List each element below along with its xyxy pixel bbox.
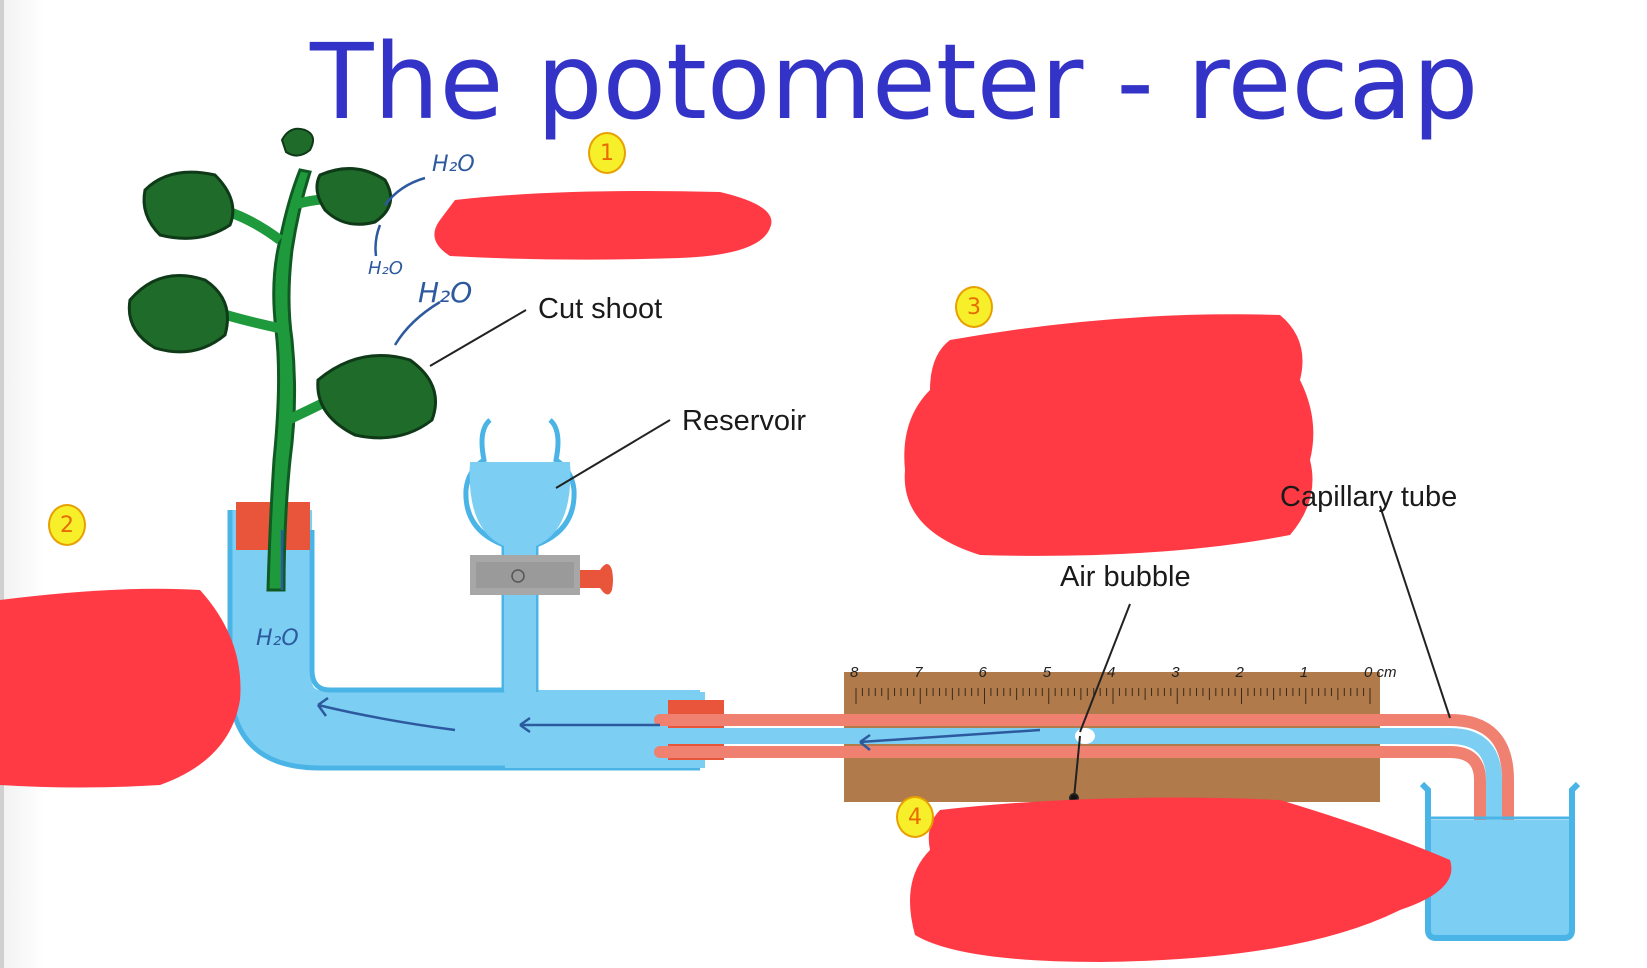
handwritten-h2o: H₂O <box>368 258 403 279</box>
leaf <box>142 170 235 240</box>
water-flow-arrows <box>280 176 1041 751</box>
water-beaker <box>1419 781 1581 941</box>
ruler-scale-label: 8 <box>850 664 859 681</box>
badge-number-4: 4 <box>896 796 934 838</box>
label-reservoir: Reservoir <box>682 405 807 437</box>
leaf <box>315 167 393 226</box>
redaction-marks <box>0 191 1452 962</box>
ruler-ticks <box>855 688 1371 704</box>
ruler-scale-label: 6 <box>978 664 987 681</box>
redaction-2 <box>0 588 241 788</box>
air-bubble <box>1075 728 1095 744</box>
ruler-scale-label: 5 <box>1042 664 1052 681</box>
tap-handle <box>580 564 613 595</box>
ruler-scale-label: 0 cm <box>1364 664 1397 681</box>
redaction-1 <box>434 191 772 260</box>
capillary-tube <box>654 714 1514 876</box>
leaf <box>127 274 229 354</box>
left-edge-shade <box>4 0 44 968</box>
redaction-3 <box>904 314 1314 556</box>
page-title: The potometer - recap <box>310 21 1479 143</box>
cut-shoot-plant <box>127 127 437 592</box>
ruler-scale-label: 2 <box>1235 664 1244 681</box>
badge-number-1: 1 <box>588 132 626 174</box>
badge-number-3: 3 <box>955 286 993 328</box>
ruler-scale-label: 7 <box>914 664 923 681</box>
label-capillary-tube: Capillary tube <box>1280 481 1458 513</box>
handwritten-h2o: H₂O <box>256 626 299 651</box>
ruler-scale-label: 3 <box>1171 664 1180 681</box>
label-cut-shoot: Cut shoot <box>538 293 663 325</box>
leaf <box>316 354 437 440</box>
label-air-bubble: Air bubble <box>1060 561 1191 593</box>
handwritten-h2o: H₂O <box>432 152 475 177</box>
badge-number-2: 2 <box>48 504 86 546</box>
ruler-scale-label: 1 <box>1299 664 1309 681</box>
left-edge-border <box>0 0 4 968</box>
reservoir <box>463 418 613 693</box>
ruler-scale-label: 4 <box>1107 664 1116 681</box>
redaction-4 <box>910 797 1452 962</box>
leaf-bud <box>280 127 315 157</box>
handwritten-h2o: H₂O <box>418 276 473 309</box>
